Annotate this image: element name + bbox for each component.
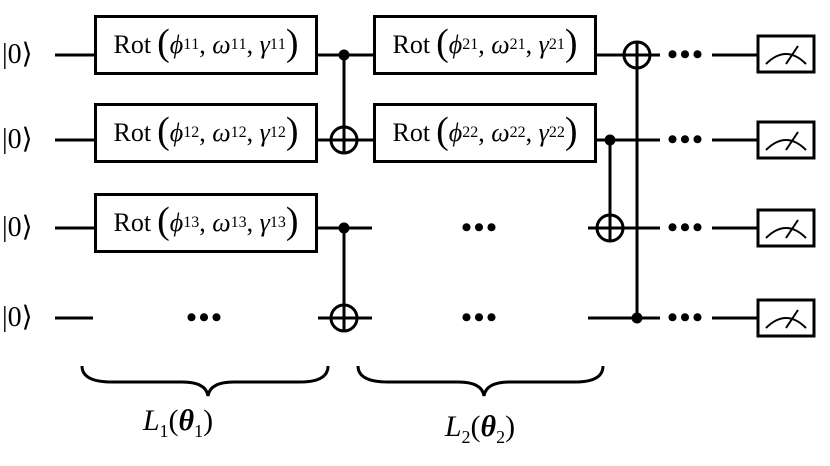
layer-1-brace bbox=[80, 365, 330, 397]
layer-2-brace bbox=[356, 365, 605, 397]
cnot-2-target bbox=[329, 303, 359, 333]
cnot-1-target bbox=[329, 125, 359, 155]
layer-1-label: L1(θ1) bbox=[142, 404, 214, 441]
meter-icon bbox=[756, 34, 816, 74]
meter-icon bbox=[756, 298, 816, 338]
meter-icon bbox=[756, 120, 816, 160]
ket-label-q3: |0⟩ bbox=[2, 212, 33, 243]
cnot-3-control-dot bbox=[604, 134, 616, 146]
ellipsis-q2: ••• bbox=[667, 123, 705, 156]
layer-2-label: L2(θ2) bbox=[444, 410, 516, 447]
ellipsis-l2-q4: ••• bbox=[461, 301, 499, 334]
ellipsis-q4: ••• bbox=[667, 301, 705, 334]
ket-label-q2: |0⟩ bbox=[2, 124, 33, 155]
ket-label-q1: |0⟩ bbox=[2, 39, 33, 70]
ellipsis-q1: ••• bbox=[667, 38, 705, 71]
cnot-1-control-dot bbox=[338, 49, 350, 61]
meter-icon bbox=[756, 208, 816, 248]
cnot-3-target bbox=[595, 213, 625, 243]
cnot-2-control-dot bbox=[338, 222, 350, 234]
ellipsis-q3: ••• bbox=[667, 211, 705, 244]
ket-label-q4: |0⟩ bbox=[2, 302, 33, 333]
measurement-gates bbox=[756, 34, 816, 338]
cnot-4-target bbox=[622, 40, 652, 70]
cnot-4-control-dot bbox=[631, 312, 643, 324]
ellipsis-l2-q3: ••• bbox=[461, 211, 499, 244]
ellipsis-l1-q4: ••• bbox=[186, 301, 224, 334]
